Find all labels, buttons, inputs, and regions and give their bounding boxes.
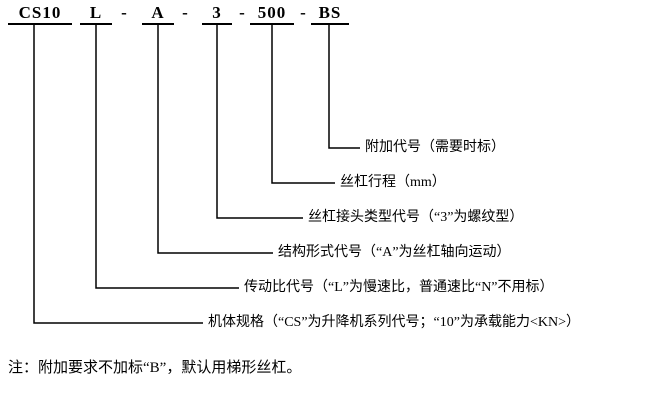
- code-segment-cs10: CS10: [8, 2, 72, 25]
- connector-bs: [328, 24, 360, 149]
- callout-body-spec: 机体规格（“CS”为升降机系列代号；“10”为承载能力<KN>）: [208, 315, 580, 330]
- code-segment-bs: BS: [311, 2, 349, 25]
- callout-screw-stroke: 丝杠行程（mm）: [340, 175, 446, 190]
- connector-a: [157, 24, 273, 254]
- code-segment-a: A: [142, 2, 174, 25]
- connector-l: [95, 24, 239, 289]
- code-separator: -: [121, 3, 127, 22]
- footnote: 注：附加要求不加标“B”，默认用梯形丝杠。: [8, 360, 302, 376]
- callout-additional-code: 附加代号（需要时标）: [365, 140, 505, 155]
- code-segment-l: L: [80, 2, 112, 25]
- code-separator: -: [239, 3, 245, 22]
- code-segment-3: 3: [202, 2, 232, 25]
- callout-structure-type: 结构形式代号（“A”为丝杠轴向运动）: [278, 245, 511, 260]
- code-separator: -: [300, 3, 306, 22]
- callout-connector-type: 丝杠接头类型代号（“3”为螺纹型）: [308, 210, 524, 225]
- connector-cs10: [33, 24, 203, 324]
- connector-3: [216, 24, 303, 219]
- connector-500: [271, 24, 335, 184]
- callout-ratio-code: 传动比代号（“L”为慢速比，普通速比“N”不用标）: [244, 280, 554, 295]
- code-segment-500: 500: [250, 2, 294, 25]
- code-separator: -: [182, 3, 188, 22]
